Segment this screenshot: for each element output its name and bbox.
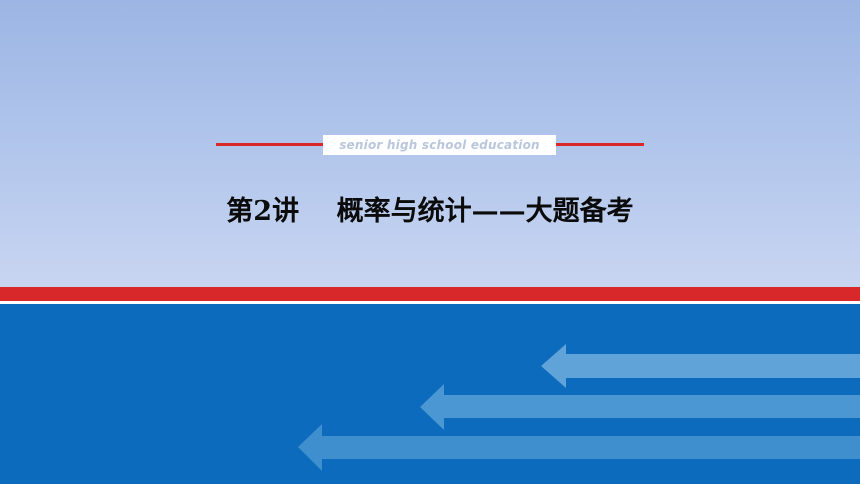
tagline-text: senior high school education bbox=[339, 138, 540, 152]
tagline-rule-right bbox=[556, 143, 644, 146]
arrow-left-icon bbox=[298, 424, 860, 471]
red-divider-stripe bbox=[0, 287, 860, 301]
slide-title: 第2讲 概率与统计——大题备考 bbox=[226, 196, 634, 227]
tagline-rule-left bbox=[216, 143, 323, 146]
arrow-left-icon bbox=[541, 344, 860, 388]
tagline-box: senior high school education bbox=[323, 135, 556, 155]
arrow-left-icon bbox=[420, 384, 860, 430]
white-divider-line bbox=[0, 301, 860, 304]
decorative-arrows bbox=[298, 344, 860, 471]
